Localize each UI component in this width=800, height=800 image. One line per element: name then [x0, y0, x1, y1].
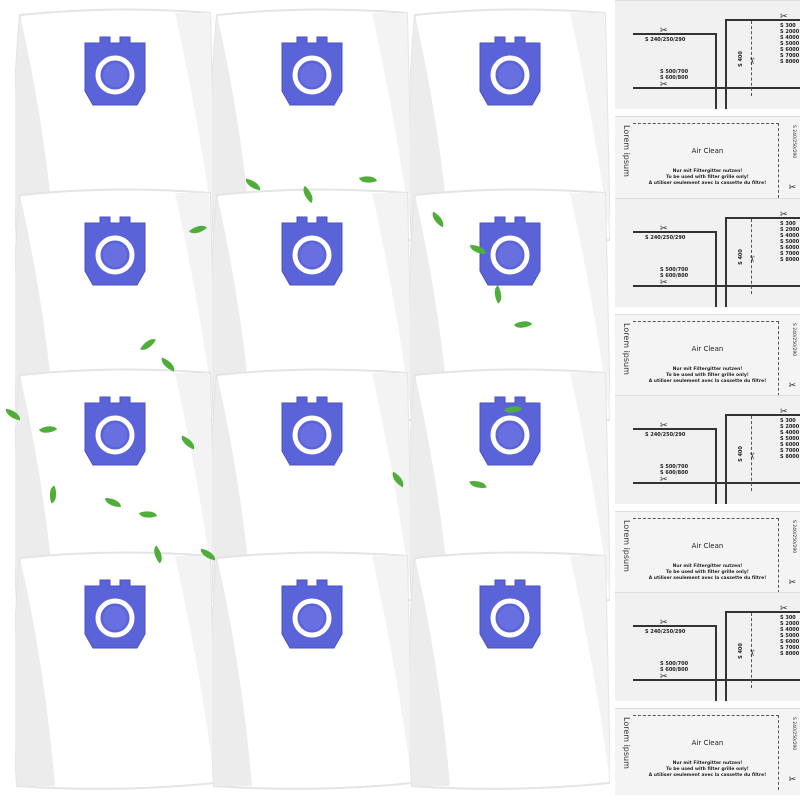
scissors-icon: ✂ — [788, 775, 796, 785]
scissors-icon: ✂ — [660, 672, 668, 682]
scissors-icon: ✂ — [788, 381, 796, 391]
scissors-icon: ✂ — [745, 57, 756, 65]
scissors-icon: ✂ — [745, 255, 756, 263]
card-title: Air Clean — [691, 147, 724, 155]
leaf — [470, 245, 486, 254]
scissors-icon: ✂ — [660, 475, 668, 485]
instruction-line: Nur mit Filtergitter nutzen! — [672, 761, 743, 766]
instruction-line: To be used with filter grille only! — [666, 570, 749, 575]
vacuum-bag — [410, 365, 610, 610]
size-code: S 240/250/290 — [791, 323, 796, 357]
filter-info-card: Lorem ipsum Air Clean Nur mit Filtergitt… — [615, 511, 800, 598]
instruction-line: To be used with filter grille only! — [666, 767, 749, 772]
scissors-icon: ✂ — [745, 649, 756, 657]
vacuum-bag — [15, 548, 215, 793]
size-code: S 240/250/290 — [791, 717, 796, 751]
size-label: S 240/250/290 — [645, 235, 686, 241]
size-label: S 240/250/290 — [645, 629, 686, 635]
vacuum-bag — [212, 5, 412, 250]
filter-info-card: Lorem ipsum Air Clean Nur mit Filtergitt… — [615, 708, 800, 795]
filter-cut-card: ✂ ✂ ✂ ✂ S 240/250/290 S 500/700 S 600/80… — [615, 395, 800, 504]
instruction-line: Nur mit Filtergitter nutzen! — [672, 169, 743, 174]
vacuum-bag — [212, 365, 412, 610]
vacuum-bag — [410, 5, 610, 250]
scissors-icon: ✂ — [788, 183, 796, 193]
scissors-icon: ✂ — [788, 578, 796, 588]
card-instructions: Nur mit Filtergitter nutzen! To be used … — [615, 761, 800, 779]
instruction-line: A utiliser seulement avec la cassette du… — [648, 181, 767, 186]
size-label: S 500/700 S 600/800 — [660, 661, 689, 673]
card-title: Air Clean — [691, 739, 724, 747]
size-label: S 400 — [737, 249, 744, 265]
size-label: S 300 S 2000 S 4000 S 5000 S 6000 S 7000… — [780, 23, 800, 65]
size-label: S 400 — [737, 446, 744, 462]
scissors-icon: ✂ — [660, 618, 668, 628]
scissors-icon: ✂ — [745, 452, 756, 460]
scissors-icon: ✂ — [660, 26, 668, 36]
size-label: S 400 — [737, 51, 744, 67]
size-label: S 500/700 S 600/800 — [660, 69, 689, 81]
scissors-icon: ✂ — [780, 604, 788, 614]
size-label: S 240/250/290 — [645, 432, 686, 438]
card-instructions: Nur mit Filtergitter nutzen! To be used … — [615, 564, 800, 582]
card-instructions: Nur mit Filtergitter nutzen! To be used … — [615, 169, 800, 187]
scissors-icon: ✂ — [780, 12, 788, 22]
size-label: S 500/700 S 600/800 — [660, 464, 689, 476]
instruction-line: A utiliser seulement avec la cassette du… — [648, 576, 767, 581]
card-title: Air Clean — [691, 542, 724, 550]
leaf — [105, 498, 121, 507]
instruction-line: A utiliser seulement avec la cassette du… — [648, 773, 767, 778]
instruction-line: To be used with filter grille only! — [666, 175, 749, 180]
vacuum-bag — [15, 5, 215, 250]
vacuum-bag — [212, 548, 412, 793]
scissors-icon: ✂ — [780, 407, 788, 417]
filter-info-card: Lorem ipsum Air Clean Nur mit Filtergitt… — [615, 314, 800, 401]
vacuum-bag — [410, 548, 610, 793]
scissors-icon: ✂ — [780, 210, 788, 220]
scissors-icon: ✂ — [660, 80, 668, 90]
card-title: Air Clean — [691, 345, 724, 353]
filter-cut-card: ✂ ✂ ✂ ✂ S 240/250/290 S 500/700 S 600/80… — [615, 0, 800, 109]
scissors-icon: ✂ — [660, 278, 668, 288]
size-code: S 240/250/290 — [791, 520, 796, 554]
size-label: S 300 S 2000 S 4000 S 5000 S 6000 S 7000… — [780, 221, 800, 263]
size-label: S 500/700 S 600/800 — [660, 267, 689, 279]
filter-cut-card: ✂ ✂ ✂ ✂ S 240/250/290 S 500/700 S 600/80… — [615, 592, 800, 701]
size-code: S 240/250/290 — [791, 125, 796, 159]
instruction-line: Nur mit Filtergitter nutzen! — [672, 564, 743, 569]
filter-cut-card: ✂ ✂ ✂ ✂ S 240/250/290 S 500/700 S 600/80… — [615, 198, 800, 307]
size-label: S 400 — [737, 643, 744, 659]
filter-info-card: Lorem ipsum Air Clean Nur mit Filtergitt… — [615, 116, 800, 203]
instruction-line: To be used with filter grille only! — [666, 373, 749, 378]
card-instructions: Nur mit Filtergitter nutzen! To be used … — [615, 367, 800, 385]
size-label: S 300 S 2000 S 4000 S 5000 S 6000 S 7000… — [780, 615, 800, 657]
scissors-icon: ✂ — [660, 421, 668, 431]
size-label: S 300 S 2000 S 4000 S 5000 S 6000 S 7000… — [780, 418, 800, 460]
instruction-line: Nur mit Filtergitter nutzen! — [672, 367, 743, 372]
size-label: S 240/250/290 — [645, 37, 686, 43]
scissors-icon: ✂ — [660, 224, 668, 234]
instruction-line: A utiliser seulement avec la cassette du… — [648, 379, 767, 384]
